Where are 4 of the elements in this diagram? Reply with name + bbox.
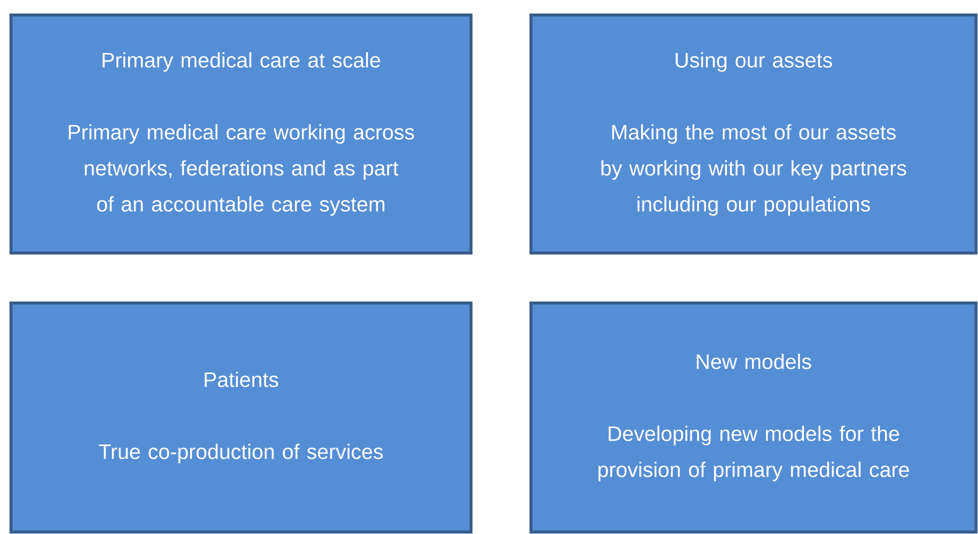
text-box: Using our assets Making the most of our assets by working with our key partners including our populations [530,14,978,254]
text-box: Primary medical care at scale Primary medical care working across networks, federations and as part of an accountable care system [10,14,472,254]
text-box: Patients True co-production of services [10,302,472,534]
text-box: New models Developing new models for the provision of primary medical care [530,302,978,534]
